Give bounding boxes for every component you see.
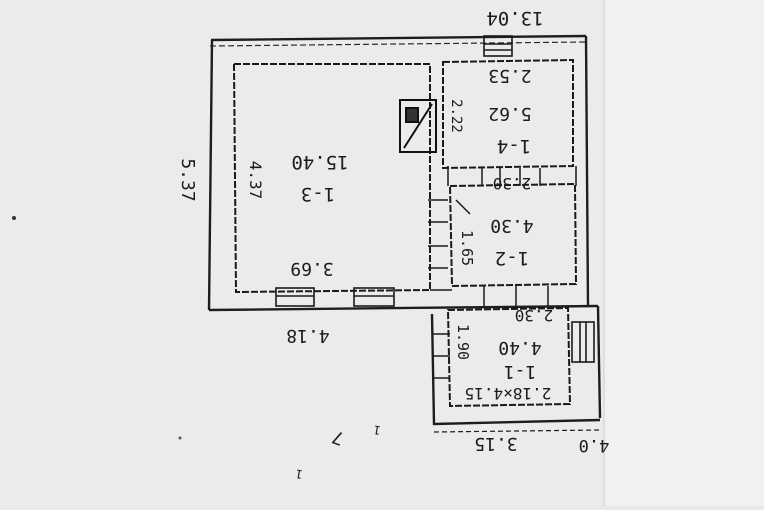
room-1-3-area: 15.40 [291,151,348,173]
room-1-4-label: 2.53 5.62 1-4 2.22 [448,65,532,157]
room-1-3-id: 1-3 [301,183,335,205]
corridor-hatching [428,166,577,379]
room-1-3-height: 4.37 [246,161,265,200]
room-1-2-label: 2.30 4.30 1-2 1.65 [458,174,534,269]
room-1-2-area: 4.30 [490,215,533,236]
room-1-4-area: 5.62 [488,103,531,124]
room-1-1-width: 2.30 [515,306,554,325]
bottom-dimension-label: 4.18 [286,325,329,346]
ink-dot [178,436,182,440]
paper-edge [604,0,764,506]
room-1-4-height: 2.22 [448,99,464,133]
room-1-1-label: 2.30 4.40 1-1 2.18×4.15 1.90 [454,306,553,403]
room-1-1-id: 1-1 [504,361,537,382]
room-1-4-id: 1-4 [497,135,531,157]
room-1-1-height: 1.90 [454,324,472,360]
outer-walls [207,34,602,426]
window-markers [275,35,595,363]
top-dimension-label: 13.04 [486,7,543,29]
annexe-dimension-cut-label: 4.0 [579,435,610,455]
room-1-2-height: 1.65 [458,230,476,266]
stove-block [399,99,437,153]
room-1-2-id: 1-2 [495,247,529,269]
room-1-2-outline [448,182,578,288]
left-dimension-label: 5.37 [177,158,198,201]
room-1-1-formula: 2.18×4.15 [465,384,552,403]
room-1-3-width: 3.69 [290,258,333,279]
ink-dot [12,216,16,220]
room-1-2-width: 2.30 [493,174,532,193]
stray-mark: 1 [373,422,383,437]
stray-mark: 1 [295,466,305,481]
annexe-dimension-label: 3.15 [474,433,517,454]
room-1-1-area: 4.40 [498,337,541,358]
room-1-3-outline [232,63,431,294]
bottom-dimension-line [433,429,601,433]
room-1-1-outline [446,306,572,408]
labels: 13.04 5.37 4.18 3.15 4.0 15.40 1-3 3.69 … [177,7,609,481]
room-1-3-label: 15.40 1-3 3.69 4.37 [246,151,349,279]
room-1-4-width: 2.53 [488,65,531,86]
room-1-4-outline [442,58,574,170]
